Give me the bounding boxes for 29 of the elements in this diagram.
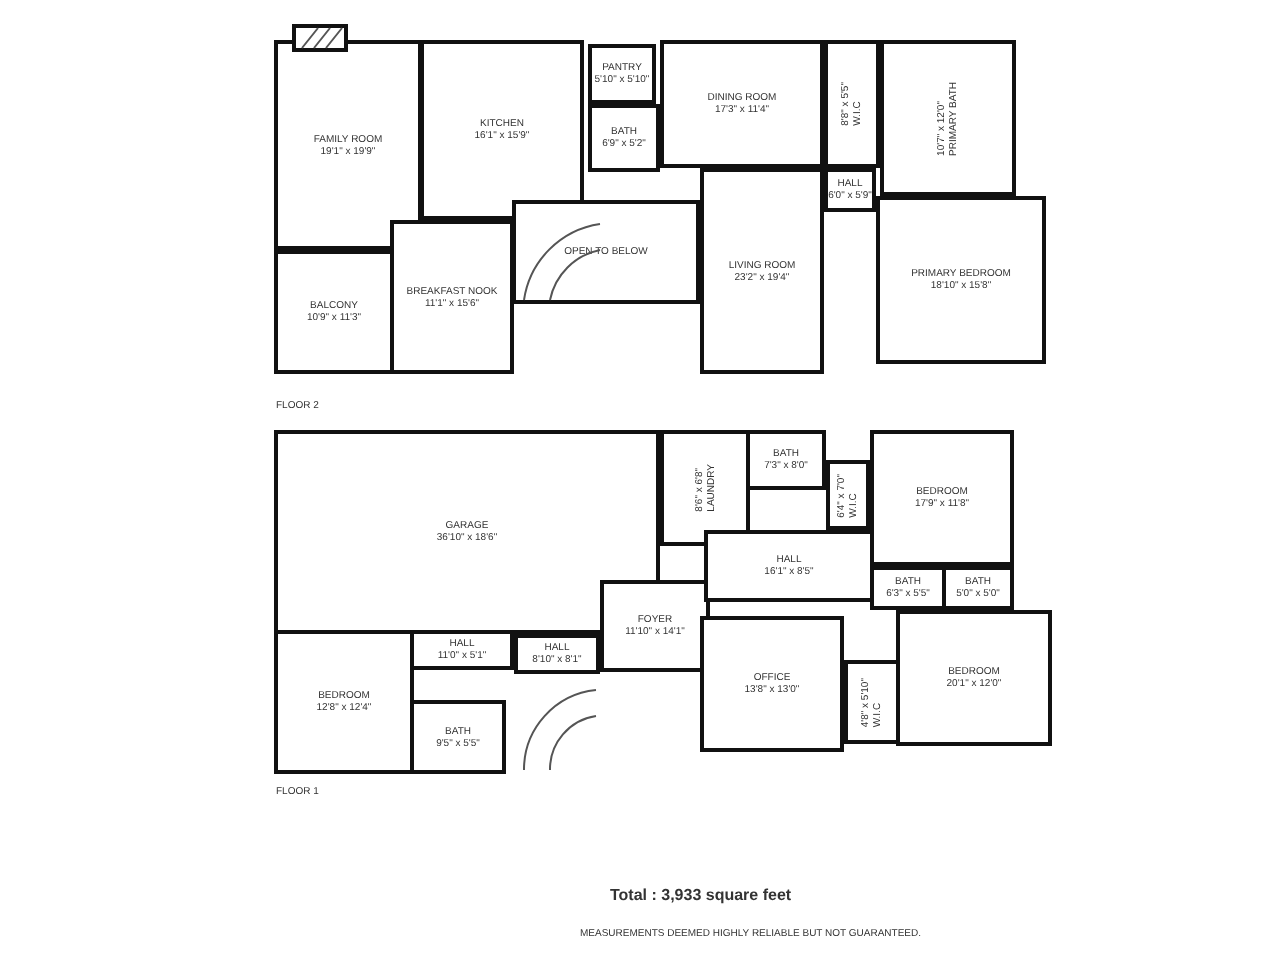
room-outline xyxy=(844,660,900,744)
room-outline xyxy=(880,40,1016,196)
room-outline xyxy=(870,566,946,610)
room-outline xyxy=(896,610,1052,746)
room-outline xyxy=(512,200,700,304)
room-outline xyxy=(600,580,710,672)
room-outline xyxy=(660,40,824,168)
room-outline xyxy=(588,104,660,172)
room-outline xyxy=(942,566,1014,610)
room-outline xyxy=(660,430,750,546)
total-area-text: Total : 3,933 square feet xyxy=(610,886,792,904)
room-outline xyxy=(746,430,826,490)
room-outline xyxy=(410,700,506,774)
room-outline xyxy=(700,616,844,752)
room-outline xyxy=(870,430,1014,566)
room-outline xyxy=(700,168,824,374)
room-outline xyxy=(420,40,584,220)
room-outline xyxy=(274,630,414,774)
room-outline xyxy=(390,220,514,374)
room-outline xyxy=(274,40,422,250)
room-outline xyxy=(274,250,394,374)
room-outline xyxy=(410,630,514,670)
room-outline xyxy=(876,196,1046,364)
room-outline xyxy=(514,634,600,674)
room-outline xyxy=(704,530,874,602)
room-outline xyxy=(588,44,656,104)
room-outline xyxy=(826,460,870,530)
room-outline xyxy=(824,168,876,212)
room-outline xyxy=(824,40,880,168)
